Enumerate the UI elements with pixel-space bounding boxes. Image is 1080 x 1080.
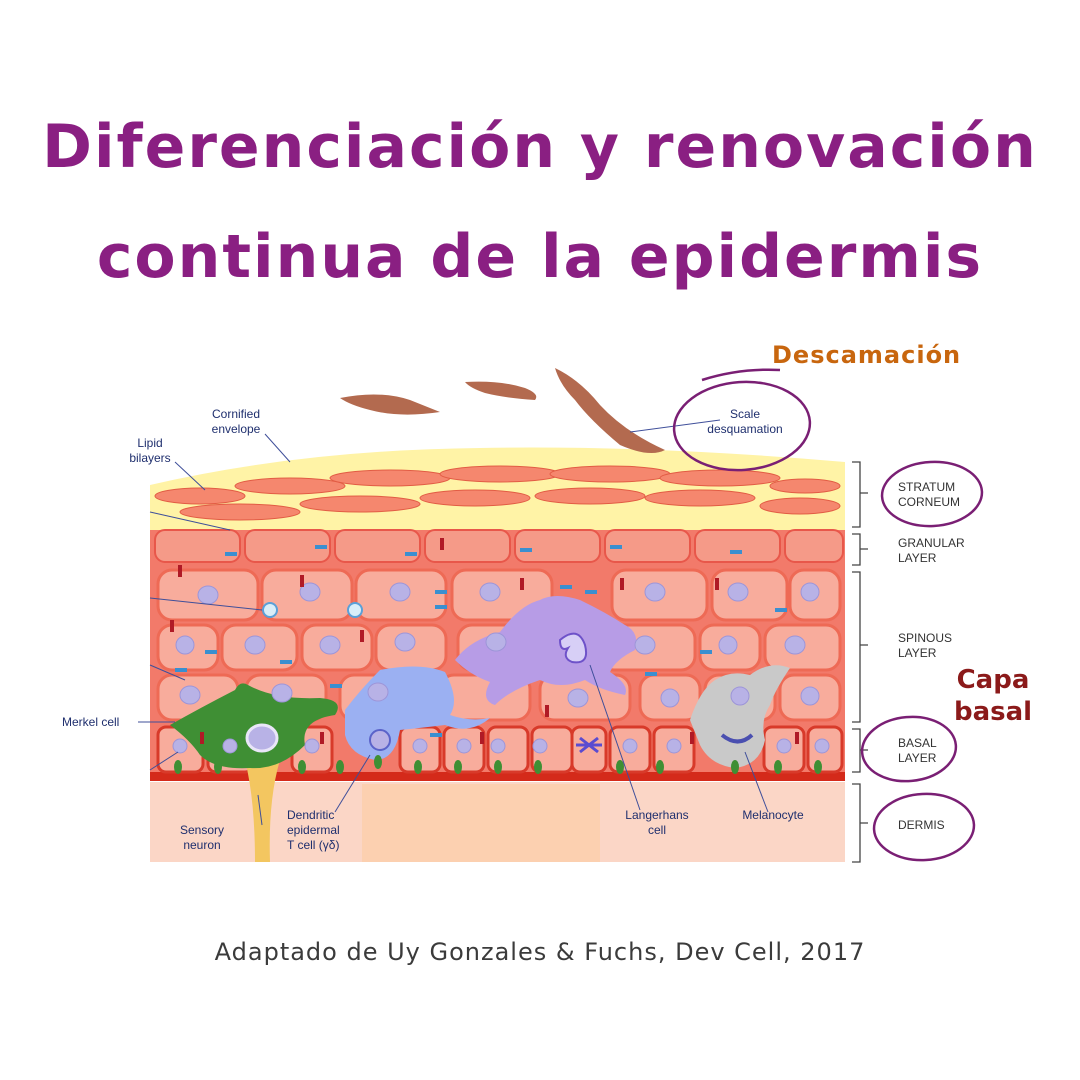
label-dendritic-t-cell: Dendritic epidermal T cell (γδ) — [287, 808, 367, 853]
desmosomes — [175, 545, 787, 737]
label-text: epidermal — [287, 823, 340, 837]
hand-drawn-circles — [672, 380, 984, 862]
source-credit: Adaptado de Uy Gonzales & Fuchs, Dev Cel… — [214, 938, 866, 966]
leader-lines — [138, 419, 769, 826]
title-line-2: continua de la epidermis — [96, 222, 984, 292]
label-text: LAYER — [898, 646, 937, 660]
layer-brackets — [852, 461, 868, 863]
cell-marker — [347, 602, 363, 618]
dermis-highlight — [362, 784, 600, 862]
label-text: LAYER — [898, 751, 937, 765]
annotation-descamacion: Descamación — [772, 341, 962, 369]
label-text: Dendritic — [287, 808, 335, 822]
label-text: cell — [647, 823, 666, 837]
label-scale-desquamation: Scale desquamation — [690, 407, 800, 437]
label-sensory-neuron: Sensory neuron — [168, 823, 236, 853]
label-text: neuron — [183, 838, 221, 852]
label-text: Melanocyte — [742, 808, 804, 822]
dividing-cell — [570, 725, 608, 774]
label-merkel-cell: Merkel cell — [62, 715, 142, 730]
layer-label-granular: GRANULAR LAYER — [898, 536, 965, 566]
layer-label-basal: BASAL LAYER — [898, 736, 937, 766]
label-cornified-envelope: Cornified envelope — [200, 407, 272, 437]
scale-flake-2 — [465, 381, 537, 400]
label-text: envelope — [211, 422, 261, 436]
label-text: LAYER — [898, 551, 937, 565]
layer-label-dermis: DERMIS — [898, 818, 945, 833]
label-text: Cornified — [211, 407, 261, 421]
langerhans-cell-shape — [455, 596, 637, 705]
nuclei — [172, 582, 830, 754]
label-text: GRANULAR — [898, 536, 965, 550]
layer-label-stratum-corneum: STRATUM CORNEUM — [898, 480, 960, 510]
label-text: SPINOUS — [898, 631, 953, 645]
label-text: T cell (γδ) — [287, 838, 340, 852]
label-text: Langerhans — [625, 808, 689, 822]
layer-label-spinous: SPINOUS LAYER — [898, 631, 952, 661]
scale-flake-1 — [340, 394, 440, 415]
annotation-basal: basal — [953, 697, 1033, 727]
hemidesmosomes — [174, 755, 822, 774]
mitotic-spindle — [576, 736, 602, 754]
label-text: desquamation — [707, 422, 783, 436]
label-text: Merkel cell — [62, 715, 120, 729]
desmosome-pairs — [170, 538, 799, 744]
scale-flake-3 — [555, 368, 665, 454]
melanocyte-shape — [690, 665, 790, 768]
label-langerhans-cell: Langerhans cell — [612, 808, 702, 838]
label-lipid-bilayers: Lipid bilayers — [118, 436, 182, 466]
langerhans-nucleus — [558, 632, 588, 664]
annotation-capa: Capa — [956, 665, 1030, 695]
label-text: Scale — [729, 407, 761, 421]
merkel-nucleus — [245, 723, 279, 753]
descamacion-underline — [701, 368, 781, 382]
cornified-flakes — [154, 465, 841, 521]
label-text: DERMIS — [898, 818, 945, 832]
melanocyte-nucleus — [720, 733, 754, 744]
cell-marker — [262, 602, 278, 618]
label-melanocyte: Melanocyte — [730, 808, 816, 823]
label-text: CORNEUM — [898, 495, 960, 509]
dendritic-t-cell-nucleus — [369, 729, 391, 751]
basement-membrane — [150, 772, 845, 781]
label-text: Lipid — [137, 436, 163, 450]
granular-layer-cells — [154, 529, 844, 563]
sensory-neuron — [245, 760, 280, 862]
label-text: bilayers — [129, 451, 171, 465]
label-text: STRATUM — [898, 480, 956, 494]
title-line-1: Diferenciación y renovación — [42, 112, 1038, 182]
annotation-capa-basal: Capa basal — [948, 664, 1038, 728]
label-text: BASAL — [898, 736, 937, 750]
label-text: Sensory — [179, 823, 225, 837]
